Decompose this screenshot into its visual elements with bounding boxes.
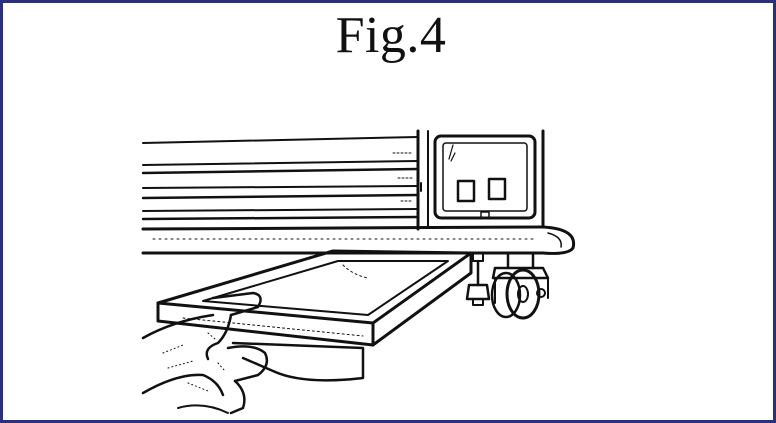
drip-tray — [156, 249, 473, 382]
leveling-foot — [465, 252, 491, 306]
switch-panel — [433, 134, 537, 220]
hand — [141, 291, 269, 415]
cabinet-base — [141, 129, 576, 255]
caster-wheel — [490, 251, 550, 320]
appliance-illustration — [141, 129, 576, 415]
switch-right — [487, 177, 507, 201]
switch-left — [456, 179, 476, 203]
figure-title: Fig.4 — [335, 7, 447, 64]
